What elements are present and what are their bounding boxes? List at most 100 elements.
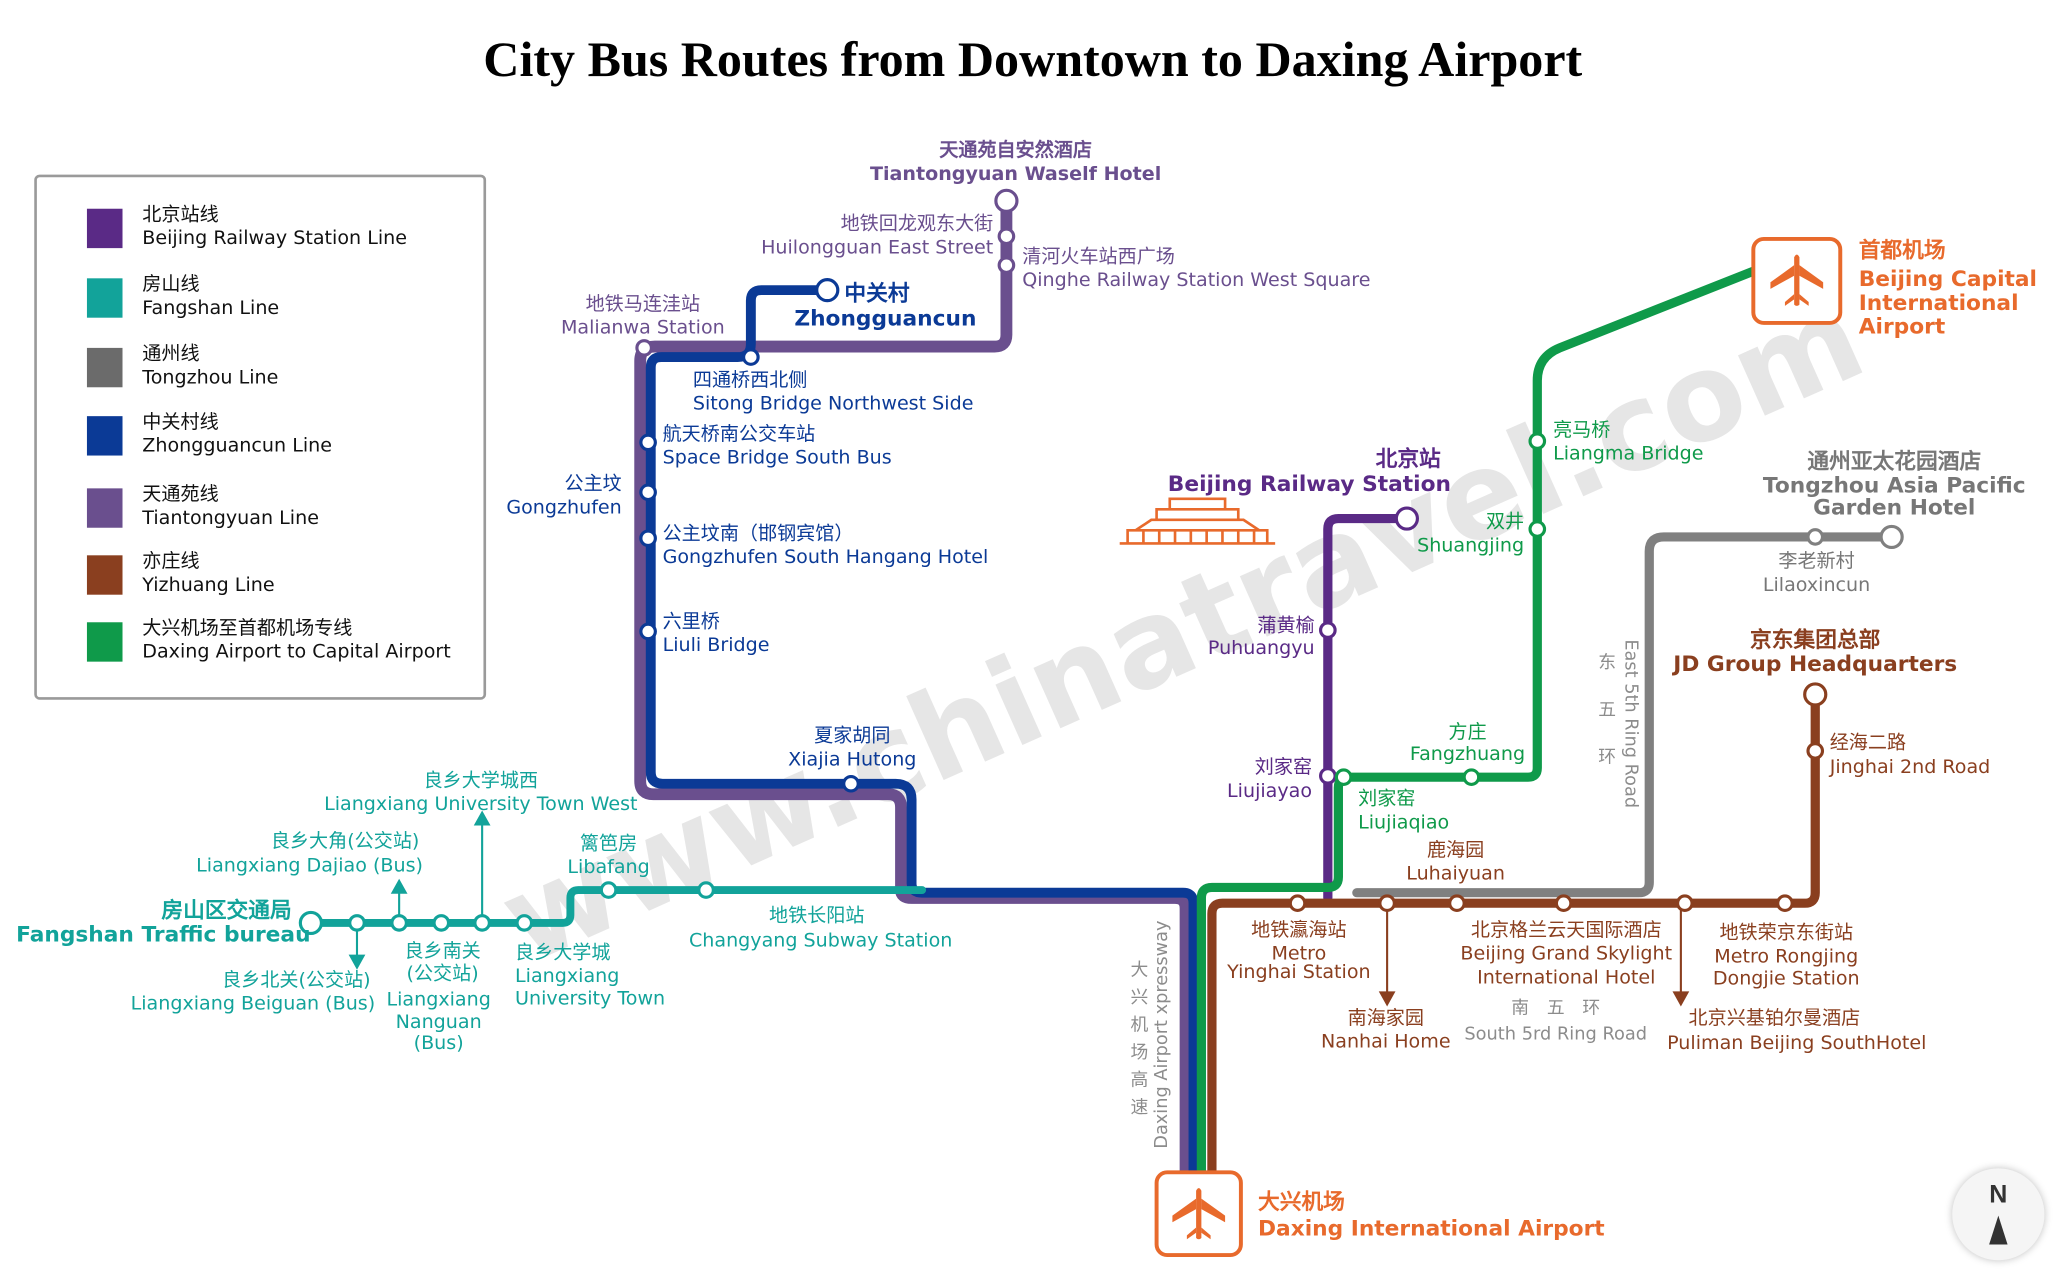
label-grand-skylight-cn: 北京格兰云天国际酒店 — [1471, 919, 1662, 941]
beijing-station-building-icon — [1119, 497, 1276, 545]
station-tongzhou-hotel-terminal[interactable] — [1879, 524, 1904, 550]
station-university-town-west[interactable] — [473, 914, 491, 932]
label-nanhai-cn: 南海家园 — [1348, 1007, 1424, 1029]
station-libafang[interactable] — [599, 881, 618, 899]
station-malianwa[interactable] — [635, 339, 653, 357]
station-nanguan[interactable] — [432, 914, 451, 932]
label-rongjing-en1: Metro Rongjing — [1714, 945, 1858, 967]
label-sitong-cn: 四通桥西北侧 — [693, 369, 807, 391]
label-zhongguancun-en: Zhongguancun — [794, 307, 976, 332]
label-liujiaqiao-en: Liujiaqiao — [1358, 811, 1449, 833]
daxing-airport-icon[interactable] — [1154, 1170, 1243, 1258]
label-yinghai-cn: 地铁瀛海站 — [1251, 919, 1346, 941]
station-shuangjing[interactable] — [1528, 520, 1547, 538]
label-university-town-en1: Liangxiang — [515, 965, 619, 987]
label-capital-airport-en1: Beijing Capital — [1859, 267, 2037, 292]
station-liangma[interactable] — [1528, 432, 1547, 450]
station-rongjing[interactable] — [1776, 894, 1794, 913]
station-xiajia[interactable] — [842, 774, 860, 793]
station-changyang[interactable] — [697, 881, 715, 899]
label-dajiao-en: Liangxiang Dajiao (Bus) — [196, 855, 423, 877]
label-nanguan-en3: (Bus) — [414, 1032, 464, 1054]
station-sitong[interactable] — [742, 348, 760, 366]
station-fangzhuang[interactable] — [1462, 768, 1481, 786]
label-grand-skylight-en1: Beijing Grand Skylight — [1460, 943, 1672, 965]
legend-label-cn: 天通苑线 — [142, 484, 219, 506]
label-liujiayao-cn: 刘家窑 — [1255, 756, 1312, 778]
label-space-bridge-cn: 航天桥南公交车站 — [663, 423, 816, 445]
label-capital-airport-cn: 首都机场 — [1859, 237, 1946, 263]
station-jinghai[interactable] — [1806, 742, 1825, 760]
station-huilongguan[interactable] — [997, 227, 1016, 246]
station-space-bridge[interactable] — [639, 433, 657, 452]
station-university-town[interactable] — [515, 914, 534, 932]
legend-label-cn: 中关村线 — [142, 412, 219, 434]
compass-north-label: N — [1989, 1181, 2008, 1210]
station-liujiayao[interactable] — [1319, 767, 1337, 785]
label-beijing-station-cn: 北京站 — [1376, 446, 1441, 472]
label-gongzhufen-en: Gongzhufen — [506, 496, 621, 518]
station-nanhai[interactable] — [1378, 894, 1396, 913]
legend-label-en: Beijing Railway Station Line — [142, 228, 408, 250]
station-fangshan-bureau-terminal[interactable] — [298, 910, 324, 935]
yizhuang-branch-arrows — [1378, 903, 1690, 1007]
label-shuangjing-en: Shuangjing — [1417, 534, 1524, 556]
label-tongzhou-hotel-cn: 通州亚太花园酒店 — [1807, 449, 1981, 475]
label-gongzhufen-cn: 公主坟 — [565, 473, 622, 495]
label-fangshan-bureau-en: Fangshan Traffic bureau — [16, 922, 310, 947]
label-rongjing-en2: Dongjie Station — [1713, 968, 1860, 990]
legend-swatch — [86, 347, 123, 388]
label-fangshan-bureau-cn: 房山区交通局 — [161, 898, 291, 924]
label-jinghai-en: Jinghai 2nd Road — [1829, 756, 1991, 778]
station-qinghe[interactable] — [997, 256, 1016, 274]
label-south-5th-en: South 5rd Ring Road — [1464, 1025, 1647, 1045]
station-grand-skylight[interactable] — [1554, 894, 1573, 913]
label-beijing-station-en: Beijing Railway Station — [1168, 472, 1451, 497]
label-capital-airport-en3: Airport — [1859, 314, 1946, 339]
label-beiguan-en: Liangxiang Beiguan (Bus) — [131, 993, 376, 1015]
route-beijing-railway — [1323, 513, 1412, 903]
station-luhaiyuan[interactable] — [1448, 894, 1466, 913]
legend-label-en: Fangshan Line — [142, 298, 280, 320]
label-xiajia-cn: 夏家胡同 — [814, 725, 890, 747]
label-lilaoxincun-en: Lilaoxincun — [1763, 574, 1870, 596]
label-gongzhufen-south-en: Gongzhufen South Hangang Hotel — [663, 546, 989, 568]
station-zhongguancun-terminal[interactable] — [815, 278, 840, 303]
station-gongzhufen[interactable] — [639, 483, 657, 502]
station-jd-terminal[interactable] — [1803, 682, 1828, 707]
station-tiantongyuan-terminal[interactable] — [994, 188, 1019, 213]
label-dajiao-cn: 良乡大角(公交站) — [271, 830, 419, 852]
label-jd-cn: 京东集团总部 — [1750, 627, 1881, 653]
label-huilongguan-cn: 地铁回龙观东大街 — [841, 213, 994, 235]
legend-label-cn: 北京站线 — [142, 204, 219, 226]
legend-label-en: Daxing Airport to Capital Airport — [142, 641, 451, 663]
station-beiguan[interactable] — [348, 914, 366, 932]
label-gongzhufen-south-cn: 公主坟南（邯钢宾馆） — [663, 523, 854, 545]
label-nanhai-en: Nanhai Home — [1321, 1031, 1451, 1053]
station-pullman[interactable] — [1676, 894, 1694, 913]
north-arrow-icon — [1989, 1215, 2008, 1245]
label-university-town-en2: University Town — [515, 987, 665, 1009]
station-lilaoxincun[interactable] — [1806, 528, 1825, 546]
legend-label-en: Yizhuang Line — [142, 575, 275, 597]
legend-label-cn: 大兴机场至首都机场专线 — [142, 618, 353, 640]
station-yinghai[interactable] — [1288, 894, 1307, 913]
station-beijing-railway-terminal[interactable] — [1394, 506, 1419, 531]
label-lilaoxincun-cn: 李老新村 — [1778, 550, 1854, 572]
label-liujiaqiao-cn: 刘家窑 — [1358, 788, 1415, 810]
label-qinghe-cn: 清河火车站西广场 — [1022, 246, 1175, 268]
station-dajiao[interactable] — [390, 914, 408, 932]
label-changyang-cn: 地铁长阳站 — [769, 905, 864, 927]
legend-label-cn: 通州线 — [142, 343, 200, 365]
station-liuli[interactable] — [639, 622, 657, 641]
capital-airport-icon[interactable] — [1751, 236, 1843, 325]
station-puhuangyu[interactable] — [1319, 621, 1337, 639]
station-liujiaqiao[interactable] — [1334, 768, 1353, 786]
label-daxing-airport-en: Daxing International Airport — [1258, 1216, 1605, 1241]
label-south-5th-cn: 南 五 环 — [1511, 998, 1600, 1019]
label-daxing-expressway-cn: 大兴机场高速 — [1131, 959, 1149, 1118]
station-gongzhufen-south[interactable] — [639, 529, 657, 548]
label-liuli-en: Liuli Bridge — [663, 634, 770, 656]
label-malianwa-cn: 地铁马连洼站 — [586, 293, 700, 315]
